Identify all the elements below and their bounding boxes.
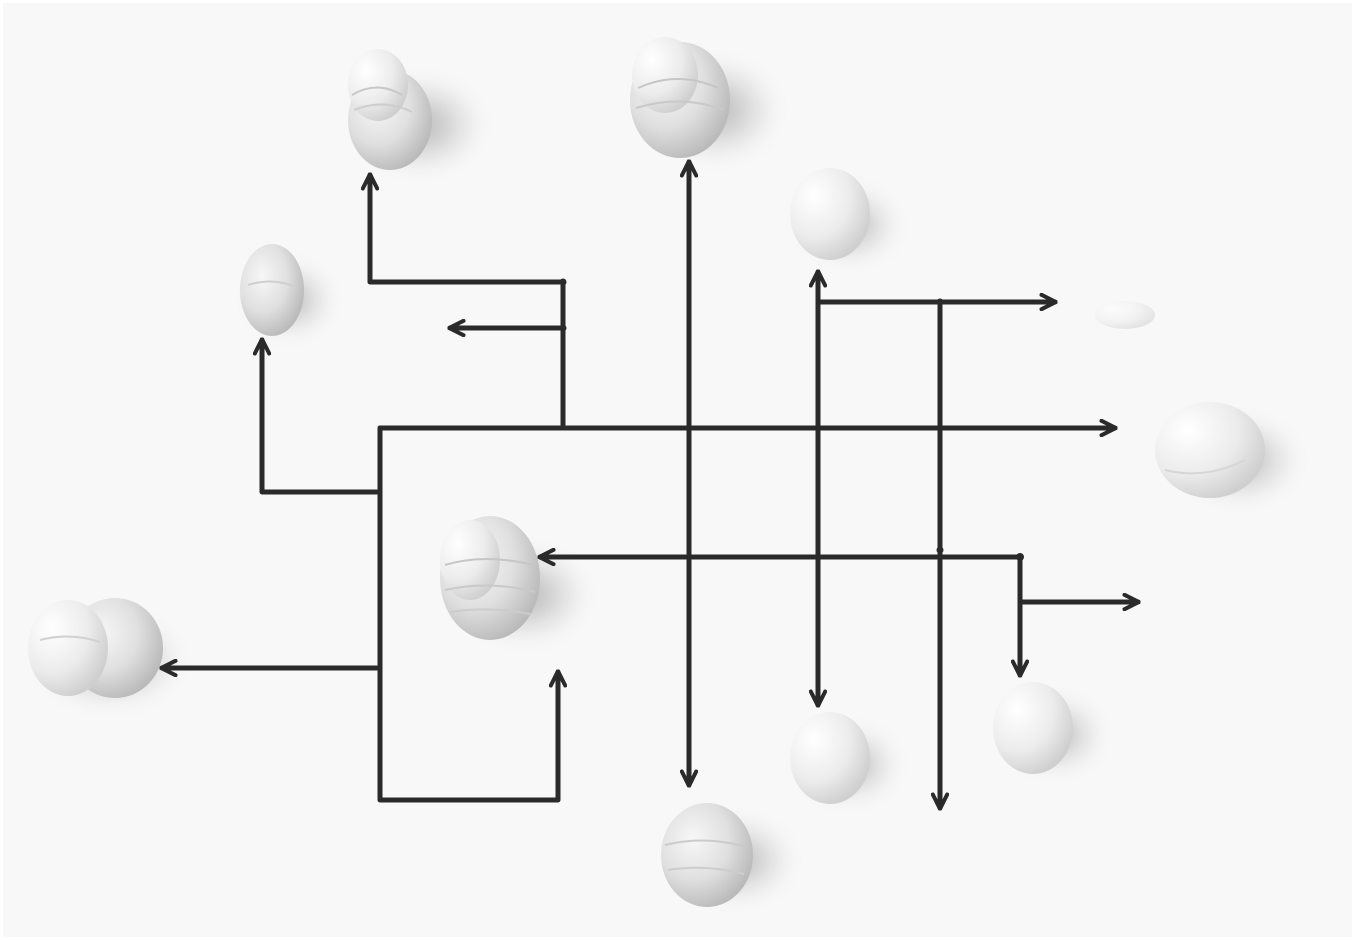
ball-left [240, 244, 330, 336]
wood-pieces [28, 37, 1295, 907]
ball-bottom-right-2 [993, 682, 1100, 774]
junction-dots [559, 278, 1024, 561]
ball-bottom-right-1 [790, 712, 895, 804]
left-trunk [377, 425, 558, 803]
figure-center [440, 516, 585, 640]
ball-right-faded [1095, 301, 1155, 329]
arrow-to-top-left-figure [370, 175, 566, 428]
figure-top-center [630, 37, 775, 158]
ball-bottom-center [661, 803, 790, 907]
ball-top-right [790, 168, 895, 260]
arrow-to-left-ball [262, 340, 383, 495]
figure-top-left [348, 49, 480, 170]
ball-right-edge [1155, 402, 1295, 500]
figure-far-left [28, 598, 180, 705]
